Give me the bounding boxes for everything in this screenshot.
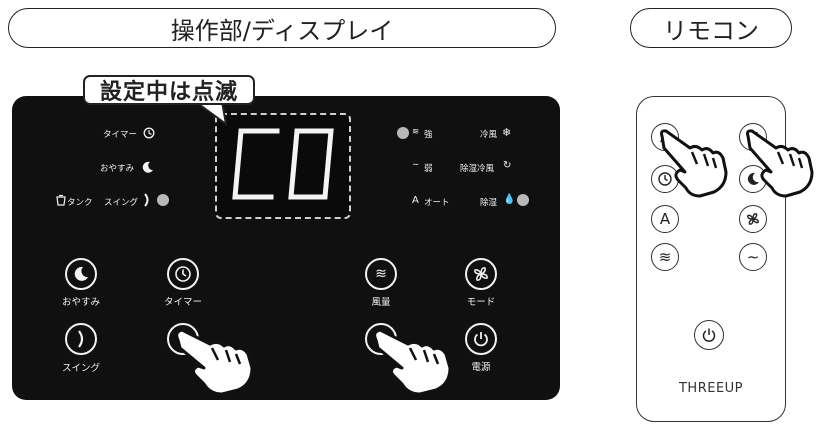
moon-icon	[74, 266, 88, 281]
snowflake-icon: ❄	[502, 126, 512, 139]
swing-status-dot	[157, 194, 169, 206]
mode-status-dot	[517, 194, 529, 206]
pointing-hand-icon	[746, 129, 814, 198]
swing-icon	[78, 330, 84, 348]
panel-title-label: 操作部/ディスプレイ	[8, 8, 556, 48]
tank-indicator-label: タンク	[67, 198, 93, 208]
droplet-icon: 💧	[503, 194, 516, 205]
weak-wind-icon: ∼	[412, 160, 420, 170]
fan-icon	[474, 267, 488, 281]
remote-power-button[interactable]	[694, 320, 724, 350]
mode-button[interactable]	[465, 258, 497, 290]
swing-icon	[144, 193, 149, 207]
auto-indicator-label: オート	[424, 198, 450, 208]
remote-title-label: リモコン	[630, 8, 792, 48]
strong-indicator-label: 強	[424, 130, 433, 140]
sleep-button[interactable]	[65, 258, 97, 290]
pointing-hand-icon	[373, 328, 452, 396]
timer-button-label: タイマー	[163, 297, 202, 308]
remote-weak-button[interactable]: ∼	[739, 243, 767, 271]
weak-wind-icon: ∼	[746, 248, 760, 266]
remote-auto-letter: A	[659, 210, 671, 228]
blink-callout: 設定中は点滅	[83, 75, 255, 105]
moon-icon	[142, 161, 153, 173]
display-code-glyphs	[232, 128, 334, 200]
seven-segment-display	[215, 113, 351, 219]
weak-indicator-label: 弱	[424, 164, 433, 174]
remote-strong-button[interactable]: ≋	[651, 243, 679, 271]
fan-speed-status-dot	[397, 127, 409, 139]
strong-wind-icon: ≋	[658, 248, 672, 266]
timer-indicator-label: タイマー	[103, 130, 138, 140]
fan-speed-button[interactable]: ≋	[365, 258, 397, 290]
sleep-button-label: おやすみ	[61, 297, 100, 308]
remote-mode-button[interactable]	[739, 205, 767, 233]
remote-brand-label: THREEUP	[678, 381, 744, 396]
power-button[interactable]	[465, 323, 497, 355]
dehum-cool-indicator-label: 除湿冷風	[460, 164, 495, 174]
auto-letter: A	[412, 195, 419, 206]
clock-icon	[175, 266, 191, 282]
clock-icon	[658, 172, 672, 186]
cool-indicator-label: 冷風	[480, 130, 498, 140]
swing-button-label: スイング	[61, 363, 100, 374]
dehum-indicator-label: 除湿	[480, 198, 498, 208]
mode-button-label: モード	[466, 297, 496, 308]
pointing-hand-icon	[175, 328, 254, 396]
moon-icon	[747, 172, 759, 185]
fan-icon	[747, 213, 759, 225]
swing-button[interactable]	[65, 323, 97, 355]
tank-icon	[56, 194, 66, 206]
power-icon	[474, 332, 488, 347]
power-icon	[702, 328, 716, 342]
timer-button[interactable]	[167, 258, 199, 290]
clock-icon	[143, 127, 155, 139]
wind-icon: ≋	[375, 266, 387, 282]
dehum-cool-icon: ↻	[503, 160, 512, 171]
power-button-label: 電源	[471, 362, 491, 373]
swing-indicator-label: スイング	[104, 198, 139, 208]
strong-wind-icon: ≋	[412, 127, 420, 137]
fan-speed-button-label: 風量	[371, 297, 391, 308]
pointing-hand-icon	[660, 129, 728, 198]
remote-auto-button[interactable]: A	[651, 205, 679, 233]
sleep-indicator-label: おやすみ	[100, 164, 135, 174]
